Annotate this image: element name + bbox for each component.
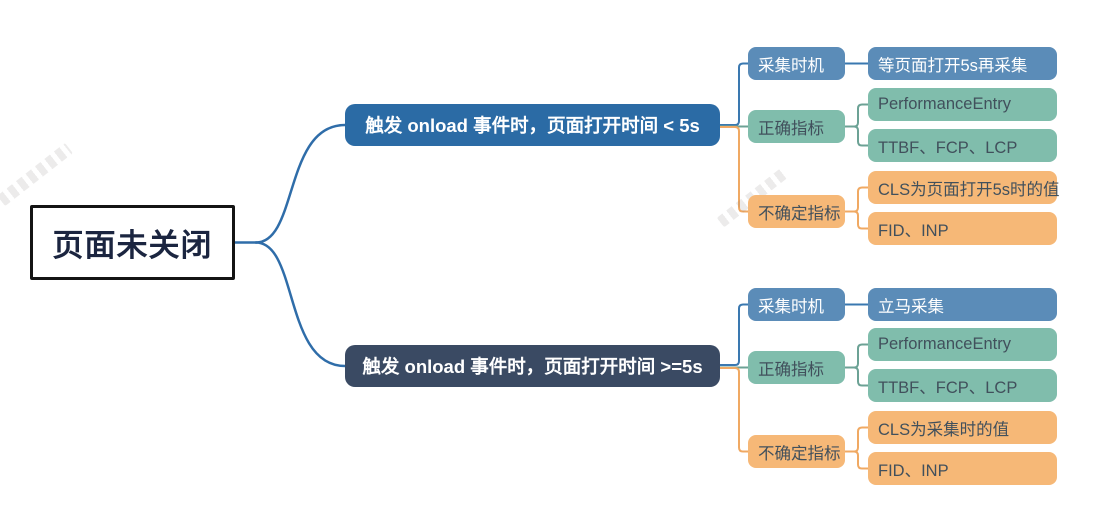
root-node: 页面未关闭 [30, 205, 235, 280]
leaf-node: 等页面打开5s再采集 [868, 47, 1057, 80]
branch-node-onload-lt-5s: 触发 onload 事件时，页面打开时间 < 5s [345, 104, 720, 146]
group-node-uncertain: 不确定指标 [748, 435, 845, 468]
branch-node-onload-gte-5s: 触发 onload 事件时，页面打开时间 >=5s [345, 345, 720, 387]
group-node-correct: 正确指标 [748, 351, 845, 384]
group-node-correct: 正确指标 [748, 110, 845, 143]
leaf-node: TTBF、FCP、LCP [868, 369, 1057, 402]
leaf-node: TTBF、FCP、LCP [868, 129, 1057, 162]
watermark [0, 142, 73, 207]
connector-b2-uncertain-leaf2 [844, 450, 869, 470]
leaf-node: FID、INP [868, 212, 1057, 245]
group-node-uncertain: 不确定指标 [748, 195, 845, 228]
connector-b1-uncertain [719, 126, 749, 213]
leaf-node: PerformanceEntry [868, 328, 1057, 361]
connector-b1-timing [719, 62, 749, 126]
leaf-node: FID、INP [868, 452, 1057, 485]
leaf-node: CLS为页面打开5s时的值 [868, 171, 1060, 204]
connector-b2-uncertain [719, 367, 749, 453]
connector-b2-correct-leaf1 [844, 343, 869, 369]
leaf-node: 立马采集 [868, 288, 1057, 321]
connector-b1-correct-leaf1 [844, 103, 869, 128]
connector-root-branch2 [254, 241, 347, 368]
connector-b2-correct-leaf2 [844, 366, 869, 387]
connector-b2-timing [719, 303, 749, 366]
group-node-timing: 采集时机 [748, 47, 845, 80]
group-node-timing: 采集时机 [748, 288, 845, 321]
connector-b1-uncertain-leaf1 [844, 186, 869, 213]
connector-b1-correct-leaf2 [844, 125, 869, 147]
connector-b1-uncertain-leaf2 [844, 210, 869, 230]
leaf-node: PerformanceEntry [868, 88, 1057, 121]
connector-root-branch1 [254, 123, 347, 244]
connector-b2-uncertain-leaf1 [844, 426, 869, 453]
leaf-node: CLS为采集时的值 [868, 411, 1057, 444]
